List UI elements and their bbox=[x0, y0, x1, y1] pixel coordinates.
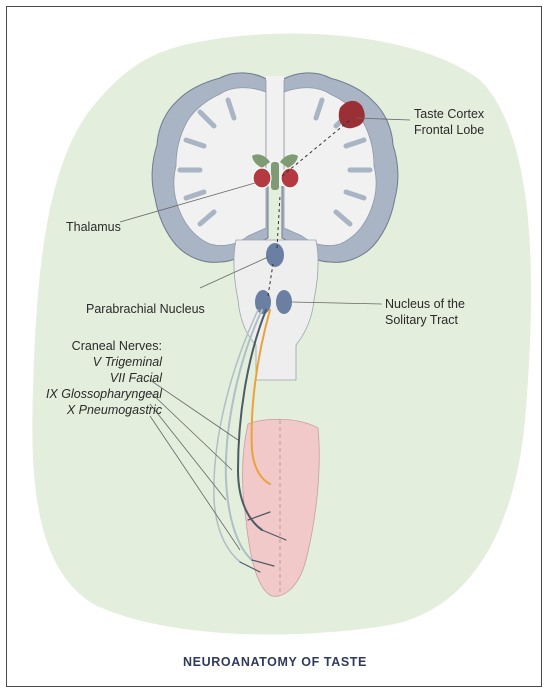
cranial-nerves-label: Craneal Nerves: V Trigeminal VII Facial … bbox=[30, 338, 162, 418]
figure-title: NEUROANATOMY OF TASTE bbox=[183, 655, 367, 669]
nerve-facial: VII Facial bbox=[109, 371, 162, 385]
taste-cortex bbox=[338, 100, 365, 129]
solitary-nucleus-right bbox=[276, 290, 292, 314]
thalamus-label: Thalamus bbox=[66, 220, 121, 234]
figure-frame bbox=[6, 6, 542, 687]
parabrachial-nucleus bbox=[266, 243, 284, 267]
solitary-nucleus-left bbox=[255, 290, 271, 314]
cranial-nerves bbox=[213, 309, 287, 573]
nerve-glossopharyngeal: IX Glossopharyngeal bbox=[45, 387, 162, 401]
green-structures bbox=[252, 154, 298, 190]
taste-cortex-line2: Frontal Lobe bbox=[414, 123, 485, 137]
solitary-line1: Nucleus of the bbox=[385, 297, 465, 311]
solitary-tract-label: Nucleus of the Solitary Tract bbox=[385, 296, 465, 328]
thalamus-nuclei bbox=[252, 167, 300, 189]
taste-pathway bbox=[267, 119, 351, 297]
cranial-heading: Craneal Nerves: bbox=[71, 339, 162, 353]
taste-cortex-label: Taste Cortex Frontal Lobe bbox=[414, 106, 484, 138]
brainstem bbox=[233, 239, 319, 381]
parabrachial-label: Parabrachial Nucleus bbox=[86, 302, 205, 316]
nerve-trigeminal: V Trigeminal bbox=[92, 355, 162, 369]
leader-lines bbox=[119, 117, 411, 551]
nerve-pneumogastric: X Pneumogastric bbox=[66, 403, 162, 417]
solitary-line2: Solitary Tract bbox=[385, 313, 458, 327]
taste-cortex-line1: Taste Cortex bbox=[414, 107, 485, 121]
